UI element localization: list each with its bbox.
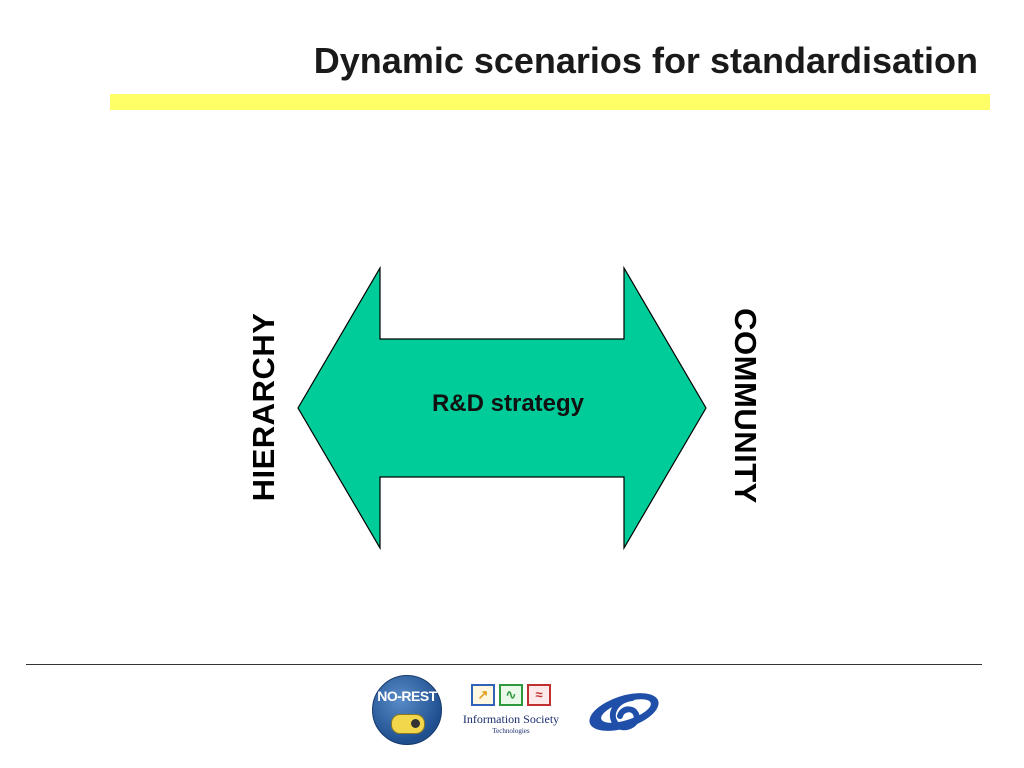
fp6-logo: [589, 693, 659, 731]
no-rest-badge-icon: [391, 714, 425, 734]
footer-divider: [26, 664, 982, 665]
ist-logo-title: Information Society: [462, 712, 560, 726]
ripple-box-icon: ≈: [527, 684, 551, 706]
title-accent-bar: [110, 94, 990, 110]
information-society-logo: ↗ ∿ ≈ Information Society Technologies: [456, 684, 566, 744]
hierarchy-label: HIERARCHY: [246, 312, 281, 502]
arrow-box-icon: ↗: [471, 684, 495, 706]
arrow-shape: [297, 265, 707, 551]
community-label: COMMUNITY: [728, 308, 763, 504]
ist-icon-row: ↗ ∿ ≈: [456, 684, 566, 706]
wave-box-icon: ∿: [499, 684, 523, 706]
no-rest-emblem: NO-REST: [372, 675, 442, 745]
center-label: R&D strategy: [431, 390, 585, 417]
ist-logo-subtitle: Technologies: [492, 727, 530, 735]
no-rest-logo-text: NO-REST: [377, 688, 437, 704]
no-rest-logo: NO-REST: [372, 675, 442, 745]
double-headed-arrow: [297, 265, 707, 551]
slide-title: Dynamic scenarios for standardisation: [313, 40, 978, 81]
